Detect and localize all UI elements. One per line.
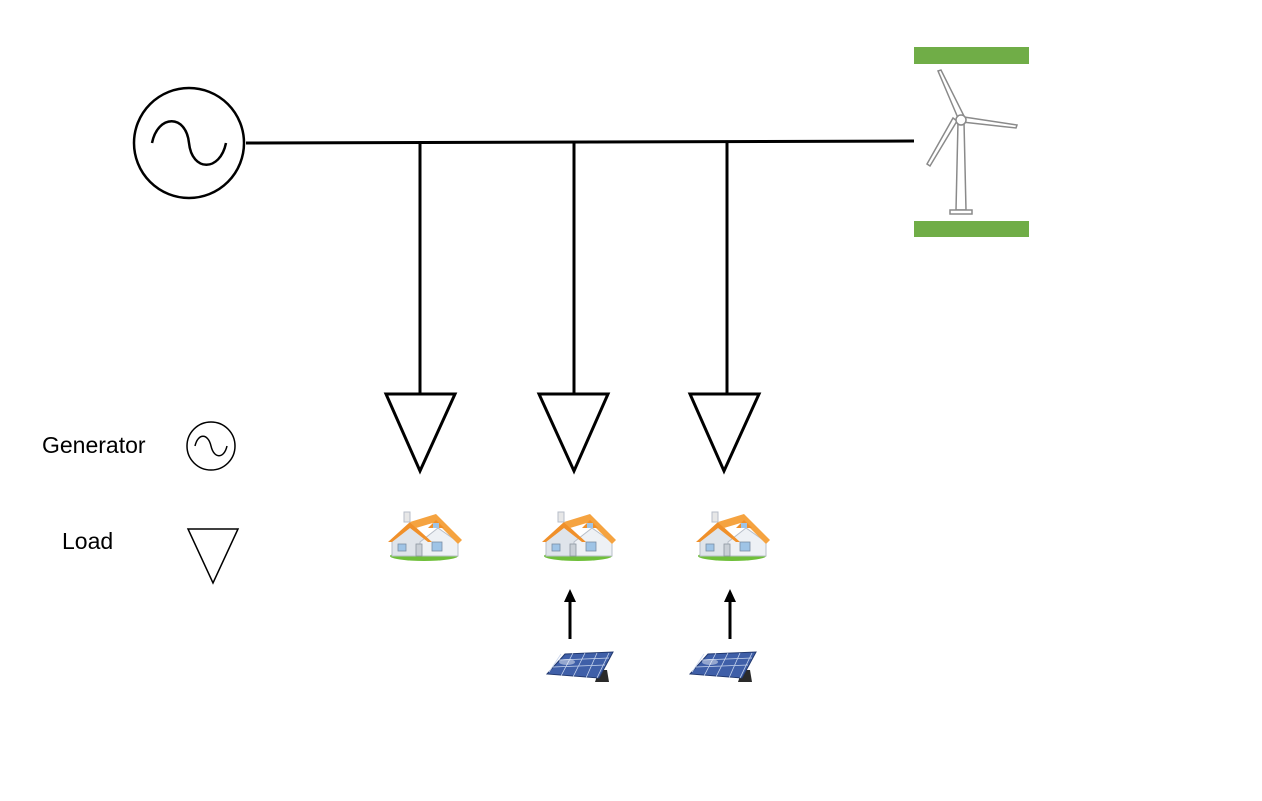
legend-load-icon xyxy=(186,528,240,585)
generator-circle xyxy=(132,86,246,200)
load-triangle-icon xyxy=(383,392,458,475)
legend-generator-label: Generator xyxy=(42,432,146,458)
house-icon xyxy=(695,511,771,562)
wind-bar-top xyxy=(914,47,1029,64)
legend-load-label: Load xyxy=(62,528,114,554)
arrow-up-icon xyxy=(564,589,576,639)
sine-wave-icon xyxy=(194,435,228,457)
generator-symbol xyxy=(132,86,246,200)
solar-panel-icon xyxy=(546,651,614,683)
legend-generator-icon xyxy=(186,421,236,471)
sine-wave-icon xyxy=(150,120,228,166)
house-icon xyxy=(541,511,617,562)
wind-bar-bottom xyxy=(914,221,1029,237)
solar-panel-icon xyxy=(689,651,757,683)
arrow-up-icon xyxy=(724,589,736,639)
house-icon xyxy=(387,511,463,562)
wind-turbine-group xyxy=(914,47,1029,237)
load-triangle-icon xyxy=(687,392,762,475)
load-triangle-icon xyxy=(536,392,611,475)
main-bus-line xyxy=(245,139,915,145)
wind-turbine-icon xyxy=(926,69,1018,215)
